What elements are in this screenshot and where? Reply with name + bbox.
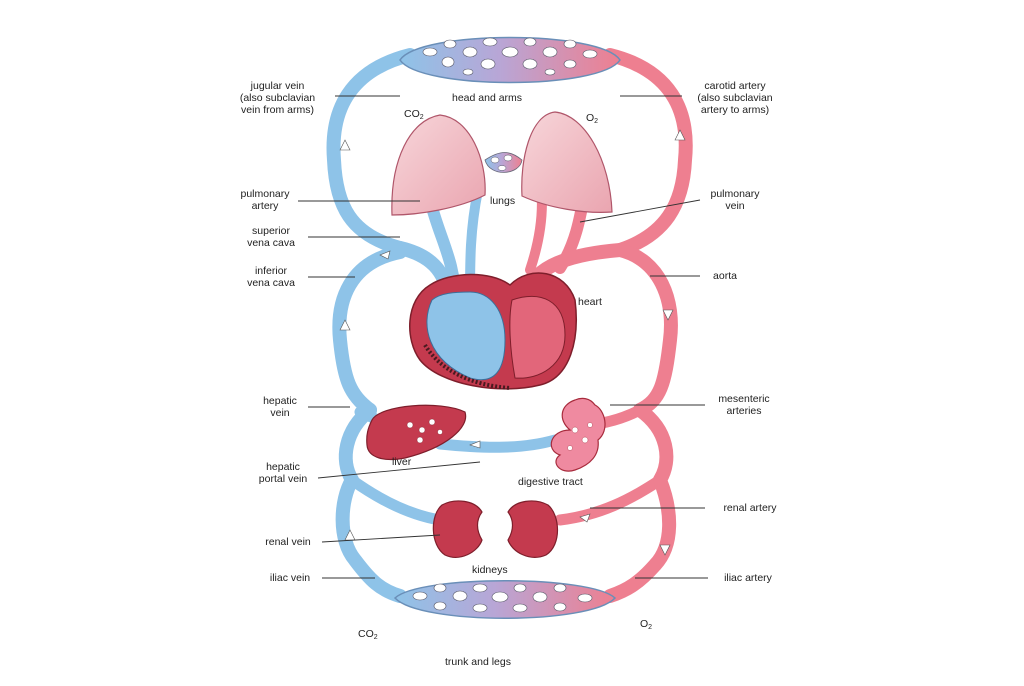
leader-lines bbox=[298, 95, 708, 579]
label-hepatic-vein: hepatic vein bbox=[252, 395, 308, 419]
label-iliac-artery: iliac artery bbox=[708, 572, 788, 584]
label-jugular-vein-line1: jugular vein bbox=[250, 80, 305, 92]
arrow-svc bbox=[379, 250, 391, 260]
label-liver: liver bbox=[392, 456, 412, 468]
label-renal-artery-line1: renal artery bbox=[723, 502, 777, 514]
o2-top-sub: 2 bbox=[594, 118, 599, 125]
label-carotid-line2: (also subclavian bbox=[697, 92, 773, 104]
label-kidneys: kidneys bbox=[472, 564, 508, 576]
label-pulmonary-vein: pulmonary vein bbox=[700, 188, 770, 212]
label-pulmonary-artery-line1: pulmonary bbox=[240, 188, 290, 200]
label-pulmonary-vein-line2: vein bbox=[725, 200, 745, 212]
liver-organ bbox=[366, 404, 467, 461]
arrow-renal-artery bbox=[579, 513, 591, 523]
o2-bottom-sub: 2 bbox=[648, 624, 653, 631]
co2-top-text: CO bbox=[404, 108, 420, 120]
label-aorta: aorta bbox=[700, 270, 750, 282]
label-ivc-line1: inferior bbox=[254, 265, 288, 277]
label-jugular-vein: jugular vein (also subclavian vein from … bbox=[220, 80, 335, 116]
label-aorta-line1: aorta bbox=[713, 270, 737, 282]
co2-top-sub: 2 bbox=[419, 114, 424, 121]
label-co2-bottom: CO2 bbox=[358, 628, 378, 641]
label-pulmonary-vein-line1: pulmonary bbox=[710, 188, 760, 200]
label-hepatic-portal-vein: hepatic portal vein bbox=[246, 461, 320, 485]
heart-organ bbox=[409, 272, 577, 390]
label-carotid-line1: carotid artery bbox=[704, 80, 766, 92]
trunk-capillary-bed bbox=[393, 580, 617, 619]
digestive-tract-organ bbox=[550, 397, 606, 472]
label-carotid-artery: carotid artery (also subclavian artery t… bbox=[680, 80, 790, 116]
o2-top-text: O bbox=[586, 112, 595, 124]
label-mesenteric-line2: arteries bbox=[726, 405, 762, 417]
label-carotid-line3: artery to arms) bbox=[700, 104, 770, 116]
label-renal-artery: renal artery bbox=[705, 502, 795, 514]
renal-vein-vessel bbox=[335, 473, 407, 603]
label-iliac-vein: iliac vein bbox=[258, 572, 322, 584]
arrow-jugular bbox=[339, 139, 351, 151]
label-o2-bottom: O2 bbox=[640, 618, 652, 631]
label-head-and-arms: head and arms bbox=[452, 92, 523, 104]
label-inferior-vena-cava: inferior vena cava bbox=[234, 265, 308, 289]
label-renal-vein-line1: renal vein bbox=[265, 536, 311, 548]
co2-bottom-sub: 2 bbox=[373, 634, 378, 641]
arrow-portal bbox=[469, 440, 481, 449]
label-o2-top: O2 bbox=[586, 112, 598, 125]
label-hepatic-vein-line2: vein bbox=[270, 407, 290, 419]
label-trunk-and-legs: trunk and legs bbox=[445, 656, 511, 668]
lungs-organ bbox=[391, 111, 613, 216]
label-co2-top: CO2 bbox=[404, 108, 424, 121]
label-ivc-line2: vena cava bbox=[247, 277, 295, 289]
arrow-carotid bbox=[674, 129, 686, 141]
left-lung bbox=[391, 114, 486, 216]
co2-bottom-text: CO bbox=[358, 628, 374, 640]
iliac-artery-vessel bbox=[603, 473, 677, 603]
renal-artery-vessel bbox=[554, 474, 666, 526]
label-heart: heart bbox=[578, 296, 602, 308]
head-capillary-bed bbox=[399, 36, 621, 84]
label-digestive-tract: digestive tract bbox=[518, 476, 583, 488]
label-mesenteric-arteries: mesenteric arteries bbox=[704, 393, 784, 417]
arrow-iliac-artery bbox=[659, 544, 671, 556]
label-iliac-artery-line1: iliac artery bbox=[724, 572, 772, 584]
label-jugular-vein-line2: (also subclavian bbox=[239, 92, 316, 104]
kidneys-organ bbox=[432, 500, 558, 558]
label-svc-line2: vena cava bbox=[247, 237, 295, 249]
jugular-vein-vessel bbox=[326, 48, 417, 255]
hepatic-portal-vein-vessel bbox=[434, 434, 561, 453]
label-pulmonary-artery: pulmonary artery bbox=[232, 188, 298, 212]
flow-arrows bbox=[339, 129, 686, 556]
inferior-vena-cava-vessel bbox=[332, 245, 407, 417]
label-hepatic-vein-line1: hepatic bbox=[263, 395, 297, 407]
right-lung bbox=[521, 111, 613, 213]
label-svc-line1: superior bbox=[252, 225, 290, 237]
arrow-aorta bbox=[662, 309, 674, 321]
label-pulmonary-artery-line2: artery bbox=[251, 200, 279, 212]
label-iliac-vein-line1: iliac vein bbox=[269, 572, 311, 584]
label-superior-vena-cava: superior vena cava bbox=[234, 225, 308, 249]
arrow-ivc bbox=[339, 319, 351, 331]
label-mesenteric-line1: mesenteric bbox=[718, 393, 770, 405]
label-jugular-vein-line3: vein from arms) bbox=[241, 104, 314, 116]
o2-bottom-text: O bbox=[640, 618, 649, 630]
label-lungs: lungs bbox=[490, 195, 516, 207]
carotid-artery-vessel bbox=[603, 48, 693, 257]
label-hpv-line1: hepatic bbox=[266, 461, 300, 473]
label-hpv-line2: portal vein bbox=[258, 473, 308, 485]
label-renal-vein: renal vein bbox=[254, 536, 322, 548]
